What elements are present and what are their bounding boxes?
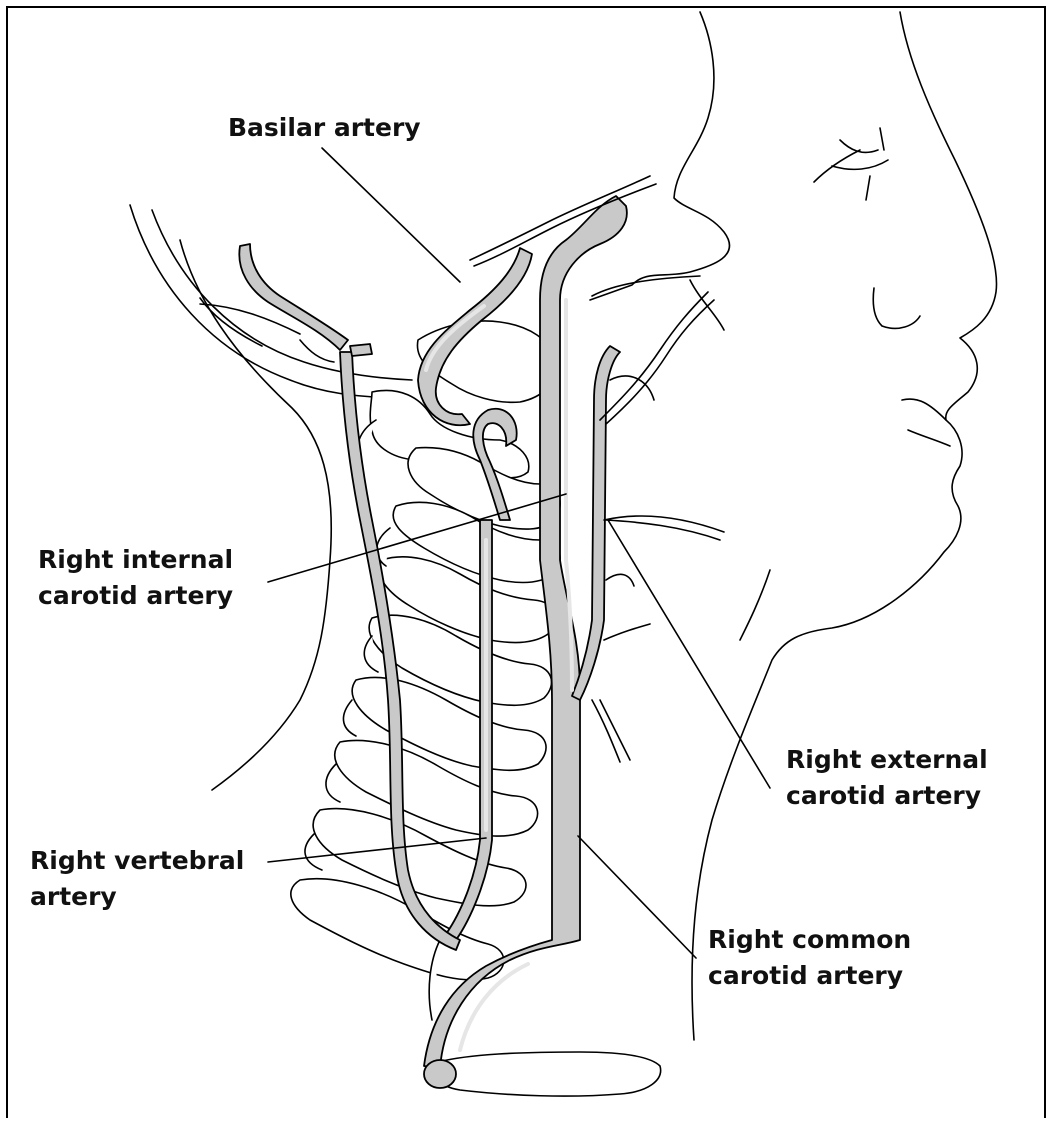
label-common-line2: carotid artery [708, 958, 911, 994]
label-external-line1: Right external [786, 742, 988, 778]
label-common-line1: Right common [708, 922, 911, 958]
label-external-line2: carotid artery [786, 778, 988, 814]
label-right-common-carotid: Right common carotid artery [708, 922, 911, 994]
label-basilar-line1: Basilar artery [228, 110, 421, 146]
cervical-spine [291, 420, 560, 980]
label-right-internal-carotid: Right internal carotid artery [38, 542, 233, 614]
subclavian-end [424, 1060, 456, 1088]
label-internal-line2: carotid artery [38, 578, 233, 614]
label-basilar-artery: Basilar artery [228, 110, 421, 146]
label-vertebral-line1: Right vertebral [30, 843, 244, 879]
label-right-external-carotid: Right external carotid artery [786, 742, 988, 814]
face-profile [590, 12, 997, 1040]
label-internal-line1: Right internal [38, 542, 233, 578]
label-vertebral-line2: artery [30, 879, 244, 915]
label-right-vertebral: Right vertebral artery [30, 843, 244, 915]
